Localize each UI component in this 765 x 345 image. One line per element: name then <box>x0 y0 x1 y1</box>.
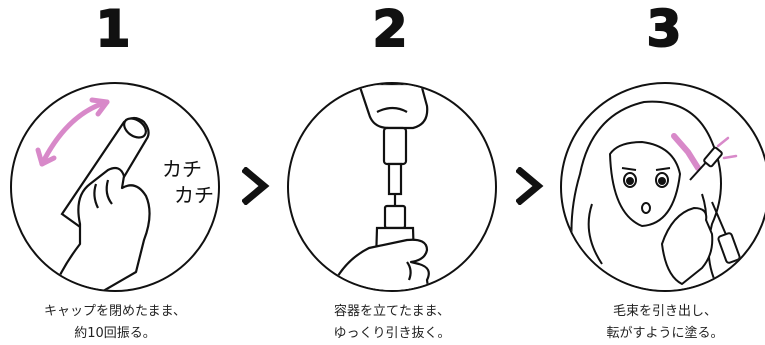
sound-text-2: カチ <box>174 183 214 207</box>
chevron-right-icon <box>242 167 270 205</box>
step-3-number: 3 <box>646 0 683 58</box>
step-1-caption-line-2: 約10回振る。 <box>74 326 156 341</box>
step-1-illustration: カチ カチ <box>10 82 220 292</box>
upper-hand-icon <box>357 84 429 130</box>
hand-icon <box>661 207 714 285</box>
step-2-caption: 容器を立てたまま、 ゆっくり引き抜く。 <box>272 301 512 345</box>
step-1-caption: キャップを閉めたまま、 約10回振る。 <box>0 301 235 345</box>
pull-out-illustration <box>329 84 430 290</box>
step-3-caption-line-2: 転がすように塗る。 <box>606 326 724 341</box>
step-2-caption-line-2: ゆっくり引き抜く。 <box>333 326 451 341</box>
brush-cap-icon <box>382 126 408 206</box>
apply-illustration <box>570 100 741 290</box>
applicator-icon <box>711 201 741 264</box>
chevron-right-icon <box>516 167 544 205</box>
step-3-illustration <box>560 82 765 292</box>
step-1-number: 1 <box>95 0 132 58</box>
colored-strand-icon <box>671 133 701 171</box>
lower-hand-icon <box>329 238 430 290</box>
step-2-illustration <box>287 82 497 292</box>
step-2-number: 2 <box>372 0 409 58</box>
step-1-caption-line-1: キャップを閉めたまま、 <box>43 304 187 319</box>
sparkle-icon <box>716 136 738 160</box>
face-icon <box>608 140 682 228</box>
shake-arrow-icon <box>35 97 110 167</box>
hand-icon <box>52 166 151 290</box>
step-3-caption-line-1: 毛束を引き出し、 <box>612 304 717 319</box>
shake-illustration: カチ カチ <box>35 97 214 290</box>
mascara-brush-icon <box>689 146 723 181</box>
step-2-caption-line-1: 容器を立てたまま、 <box>333 304 451 319</box>
sound-text-1: カチ <box>162 157 202 181</box>
step-3-caption: 毛束を引き出し、 転がすように塗る。 <box>545 301 765 345</box>
